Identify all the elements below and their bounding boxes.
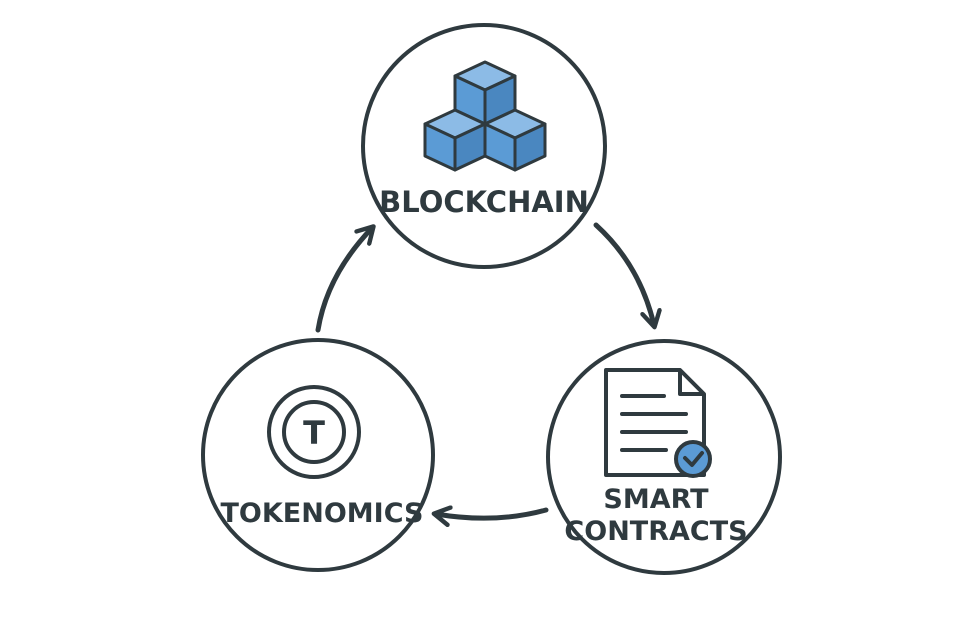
node-tokenomics-label: TOKENOMICS bbox=[221, 498, 424, 529]
node-tokenomics: T TOKENOMICS bbox=[201, 338, 435, 572]
node-blockchain-label: BLOCKCHAIN bbox=[379, 185, 589, 219]
cubes-icon bbox=[423, 60, 547, 172]
node-smart-contracts: SMART CONTRACTS bbox=[546, 339, 782, 575]
arrow-smart-contracts-to-tokenomics bbox=[431, 505, 549, 528]
token-symbol: T bbox=[303, 414, 325, 452]
document-check-icon bbox=[604, 368, 712, 478]
node-smart-contracts-label-line2: CONTRACTS bbox=[564, 516, 747, 547]
node-blockchain: BLOCKCHAIN bbox=[361, 23, 607, 269]
arrow-blockchain-to-smart-contracts bbox=[593, 222, 662, 330]
arrow-tokenomics-to-blockchain bbox=[315, 224, 376, 333]
token-coin-icon: T bbox=[267, 385, 361, 479]
node-tokenomics-circle bbox=[201, 338, 435, 572]
node-smart-contracts-label-line1: SMART bbox=[603, 484, 709, 515]
